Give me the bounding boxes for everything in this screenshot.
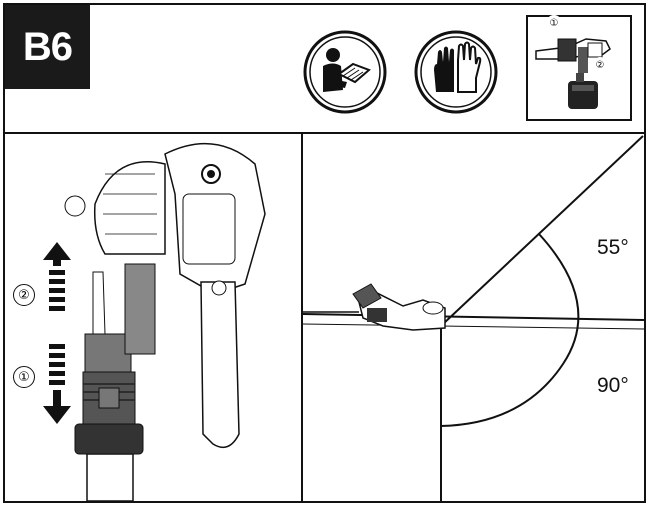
angle-top-label: 55°	[597, 236, 629, 259]
angle-diagram-panel: 55° 90°	[302, 134, 645, 501]
step-label: B6	[22, 24, 73, 69]
battery-detail-panel: ② ①	[5, 134, 301, 502]
arrow-down-label: ①	[13, 366, 35, 388]
wear-gloves-icon	[414, 30, 498, 114]
arrow-up-label: ②	[13, 284, 35, 306]
step-badge: B6	[5, 5, 90, 89]
thumbnail-marker-1: ①	[546, 15, 562, 31]
panel-divider	[301, 133, 303, 503]
thumbnail-marker-2: ②	[592, 57, 608, 73]
read-manual-icon	[303, 30, 387, 114]
instruction-frame	[3, 3, 646, 503]
header-divider	[3, 132, 646, 134]
device-thumbnail: ① ②	[526, 15, 632, 121]
angle-bottom-label: 90°	[597, 374, 629, 397]
